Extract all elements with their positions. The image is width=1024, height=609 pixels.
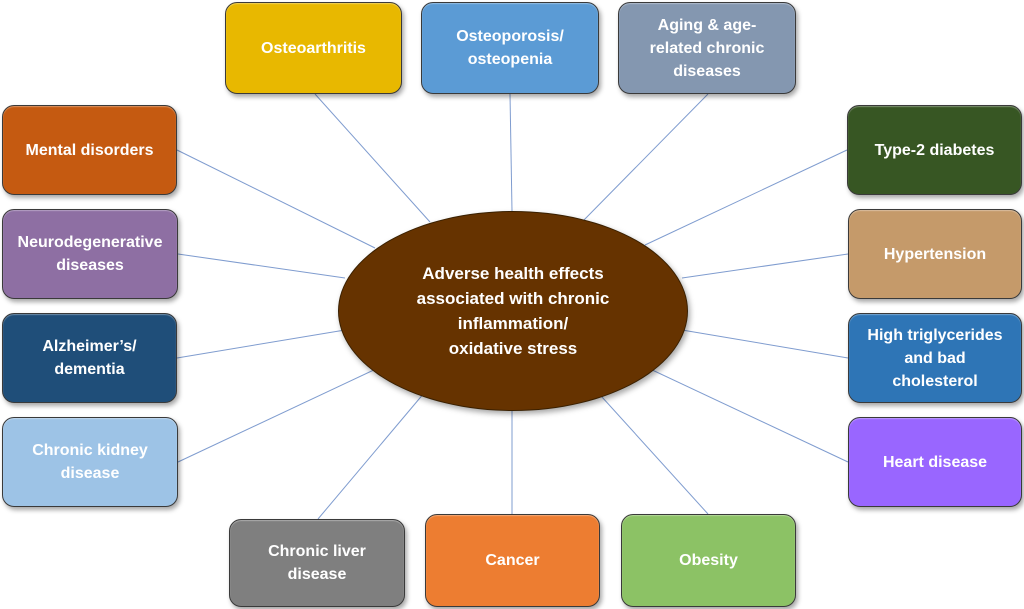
node-label-mental-disorders: Mental disorders: [25, 141, 154, 159]
node-label-osteoporosis: Osteoporosis/ osteopenia: [456, 28, 564, 68]
connector-triglycerides: [681, 329, 849, 359]
node-label-neurodegenerative: Neurodegenerative diseases: [17, 234, 163, 274]
node-hypertension: Hypertension: [848, 209, 1022, 299]
connector-mental-disorders: [176, 149, 376, 249]
connector-type2-diabetes: [644, 149, 848, 246]
connector-hypertension: [681, 253, 849, 279]
connector-alzheimers: [176, 329, 346, 359]
node-label-aging: Aging & age- related chronic diseases: [649, 16, 765, 80]
node-chronic-liver: Chronic liver disease: [229, 519, 405, 607]
node-type2-diabetes: Type-2 diabetes: [847, 105, 1022, 195]
node-label-type2-diabetes: Type-2 diabetes: [874, 141, 995, 159]
connector-chronic-kidney: [177, 367, 379, 463]
node-osteoporosis: Osteoporosis/ osteopenia: [421, 2, 599, 94]
node-label-chronic-kidney: Chronic kidney disease: [32, 442, 148, 482]
center-label: Adverse health effects associated with c…: [416, 264, 610, 358]
node-chronic-kidney: Chronic kidney disease: [2, 417, 178, 507]
connector-aging: [581, 93, 709, 223]
node-label-obesity: Obesity: [679, 552, 738, 569]
node-label-hypertension: Hypertension: [883, 245, 987, 263]
center-ellipse: Adverse health effects associated with c…: [338, 211, 688, 411]
node-neurodegenerative: Neurodegenerative diseases: [2, 209, 178, 299]
node-label-chronic-liver: Chronic liver disease: [268, 543, 366, 583]
node-triglycerides: High triglycerides and bad cholesterol: [848, 313, 1022, 403]
node-mental-disorders: Mental disorders: [2, 105, 177, 195]
connector-osteoarthritis: [314, 93, 431, 223]
connector-heart-disease: [647, 367, 849, 463]
node-label-alzheimers: Alzheimer’s/ dementia: [42, 338, 137, 378]
node-heart-disease: Heart disease: [848, 417, 1022, 507]
node-obesity: Obesity: [621, 514, 796, 607]
connector-chronic-liver: [317, 385, 431, 520]
connector-neurodegenerative: [177, 253, 346, 279]
node-label-triglycerides: High triglycerides and bad cholesterol: [867, 326, 1003, 390]
connector-obesity: [591, 385, 709, 515]
connector-osteoporosis: [509, 93, 513, 212]
node-label-heart-disease: Heart disease: [882, 453, 988, 471]
node-label-cancer: Cancer: [485, 552, 540, 569]
node-alzheimers: Alzheimer’s/ dementia: [2, 313, 177, 403]
node-cancer: Cancer: [425, 514, 600, 607]
node-osteoarthritis: Osteoarthritis: [225, 2, 402, 94]
node-aging: Aging & age- related chronic diseases: [618, 2, 796, 94]
node-label-osteoarthritis: Osteoarthritis: [261, 39, 366, 57]
